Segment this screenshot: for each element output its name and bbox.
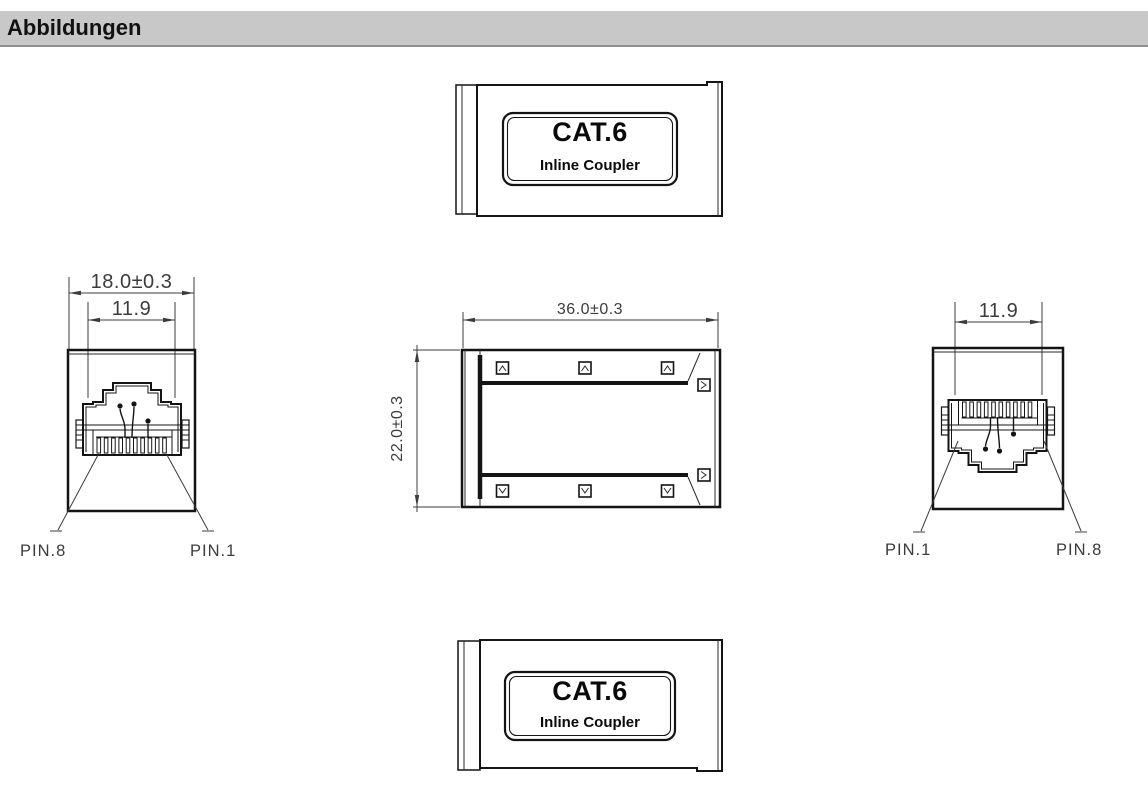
inner-channel <box>477 350 701 507</box>
figure-front-view-left: 18.0±0.3 11.9 PIN.8 PIN.1 <box>20 271 236 560</box>
pin8-label-right-view: PIN.8 <box>1056 541 1102 559</box>
section-title: Abbildungen <box>7 15 142 40</box>
section-header-bar: Abbildungen <box>0 11 1148 47</box>
dim-36: 36.0±0.3 <box>557 301 623 318</box>
right-face-outline <box>931 346 1065 511</box>
top-view-label-box <box>501 111 679 187</box>
top-view-label-coupler: Inline Coupler <box>540 157 640 174</box>
top-view-label-cat6: CAT.6 <box>552 117 628 147</box>
bottom-view-label-coupler: Inline Coupler <box>540 714 640 731</box>
figure-front-view-right: 11.9 PIN.1 PIN.8 <box>885 300 1102 559</box>
bottom-view-label-cat6: CAT.6 <box>552 676 628 706</box>
dim-18: 18.0±0.3 <box>91 271 173 293</box>
dim-11-9-left: 11.9 <box>112 298 151 320</box>
top-view-flange <box>455 84 478 215</box>
top-view-body <box>476 81 723 217</box>
latch-windows <box>495 361 711 498</box>
bottom-view-flange <box>457 640 481 771</box>
bottom-view-body <box>479 639 723 772</box>
figure-top-view: CAT.6 Inline Coupler <box>455 81 723 217</box>
pin8-label-left-view: PIN.8 <box>20 542 66 560</box>
left-face-outline <box>66 348 197 513</box>
figure-side-view: 36.0±0.3 22.0±0.3 <box>389 301 722 512</box>
figure-bottom-view: CAT.6 Inline Coupler <box>457 639 723 772</box>
side-body-outline <box>460 348 722 509</box>
bottom-view-label-box <box>503 670 677 742</box>
pin1-label-right-view: PIN.1 <box>885 541 931 559</box>
dim-22: 22.0±0.3 <box>389 395 406 461</box>
pin1-label-left-view: PIN.1 <box>190 542 236 560</box>
dim-11-9-right: 11.9 <box>979 300 1018 322</box>
